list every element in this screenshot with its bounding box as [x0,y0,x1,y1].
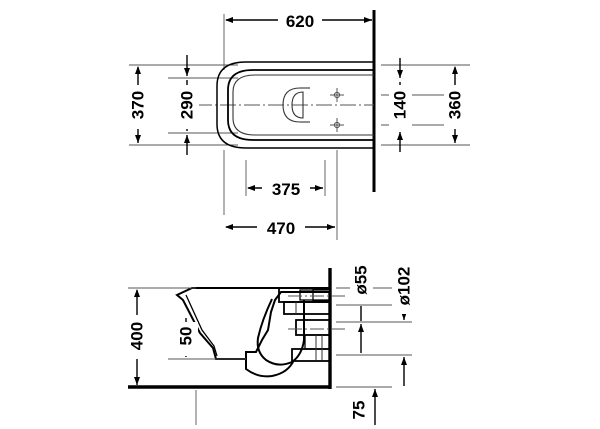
toilet-body-outline [216,61,374,149]
flush-opening-inner [291,91,304,119]
dimension-400: 400 [126,289,149,385]
dim-text-360: 360 [446,91,465,119]
extension-lines-elevation [128,287,412,425]
dimension-d55: ø55 [350,256,373,353]
dim-text-400: 400 [128,322,147,350]
dimension-370: 370 [127,66,150,143]
side-elevation-view: 400 50 ø55 ø102 75 [126,256,416,428]
waste-outlet-fitting [291,319,331,362]
fixing-hole-upper [330,88,344,102]
bowl-bottom-sweep [216,358,295,378]
dimension-470: 470 [225,216,335,239]
bowl-rim-outer [227,69,374,141]
dimension-290: 290 [176,55,199,155]
bowl-rim-inner [232,74,374,136]
dim-text-d102: ø102 [395,267,414,306]
skirt-inner-line [185,294,218,357]
dim-text-620: 620 [286,12,314,31]
flush-inlet-fitting [278,287,331,315]
dim-text-290: 290 [178,91,197,119]
dimension-75: 75 [348,389,378,428]
dimension-50: 50 [175,318,198,357]
toilet-profile-outer [175,287,331,360]
dim-text-370: 370 [129,91,148,119]
dimension-375: 375 [247,177,323,200]
bowl-inner-curve [256,298,305,366]
dim-text-140: 140 [391,91,410,119]
dimension-620: 620 620 [225,9,372,32]
dim-text-d55: ø55 [352,265,371,294]
dimension-360: 360 [444,66,467,143]
dim-text-375: 375 [272,180,300,199]
dim-text-470: 470 [267,219,295,238]
fixing-hole-lower [330,118,344,132]
dim-text-75: 75 [350,401,369,420]
dim-text-50: 50 [177,327,196,346]
dimension-140: 140 [389,58,412,152]
flush-opening-outer [282,87,301,123]
dimension-d102: ø102 [393,258,416,386]
plan-view: 620 620 370 290 140 [127,9,470,240]
